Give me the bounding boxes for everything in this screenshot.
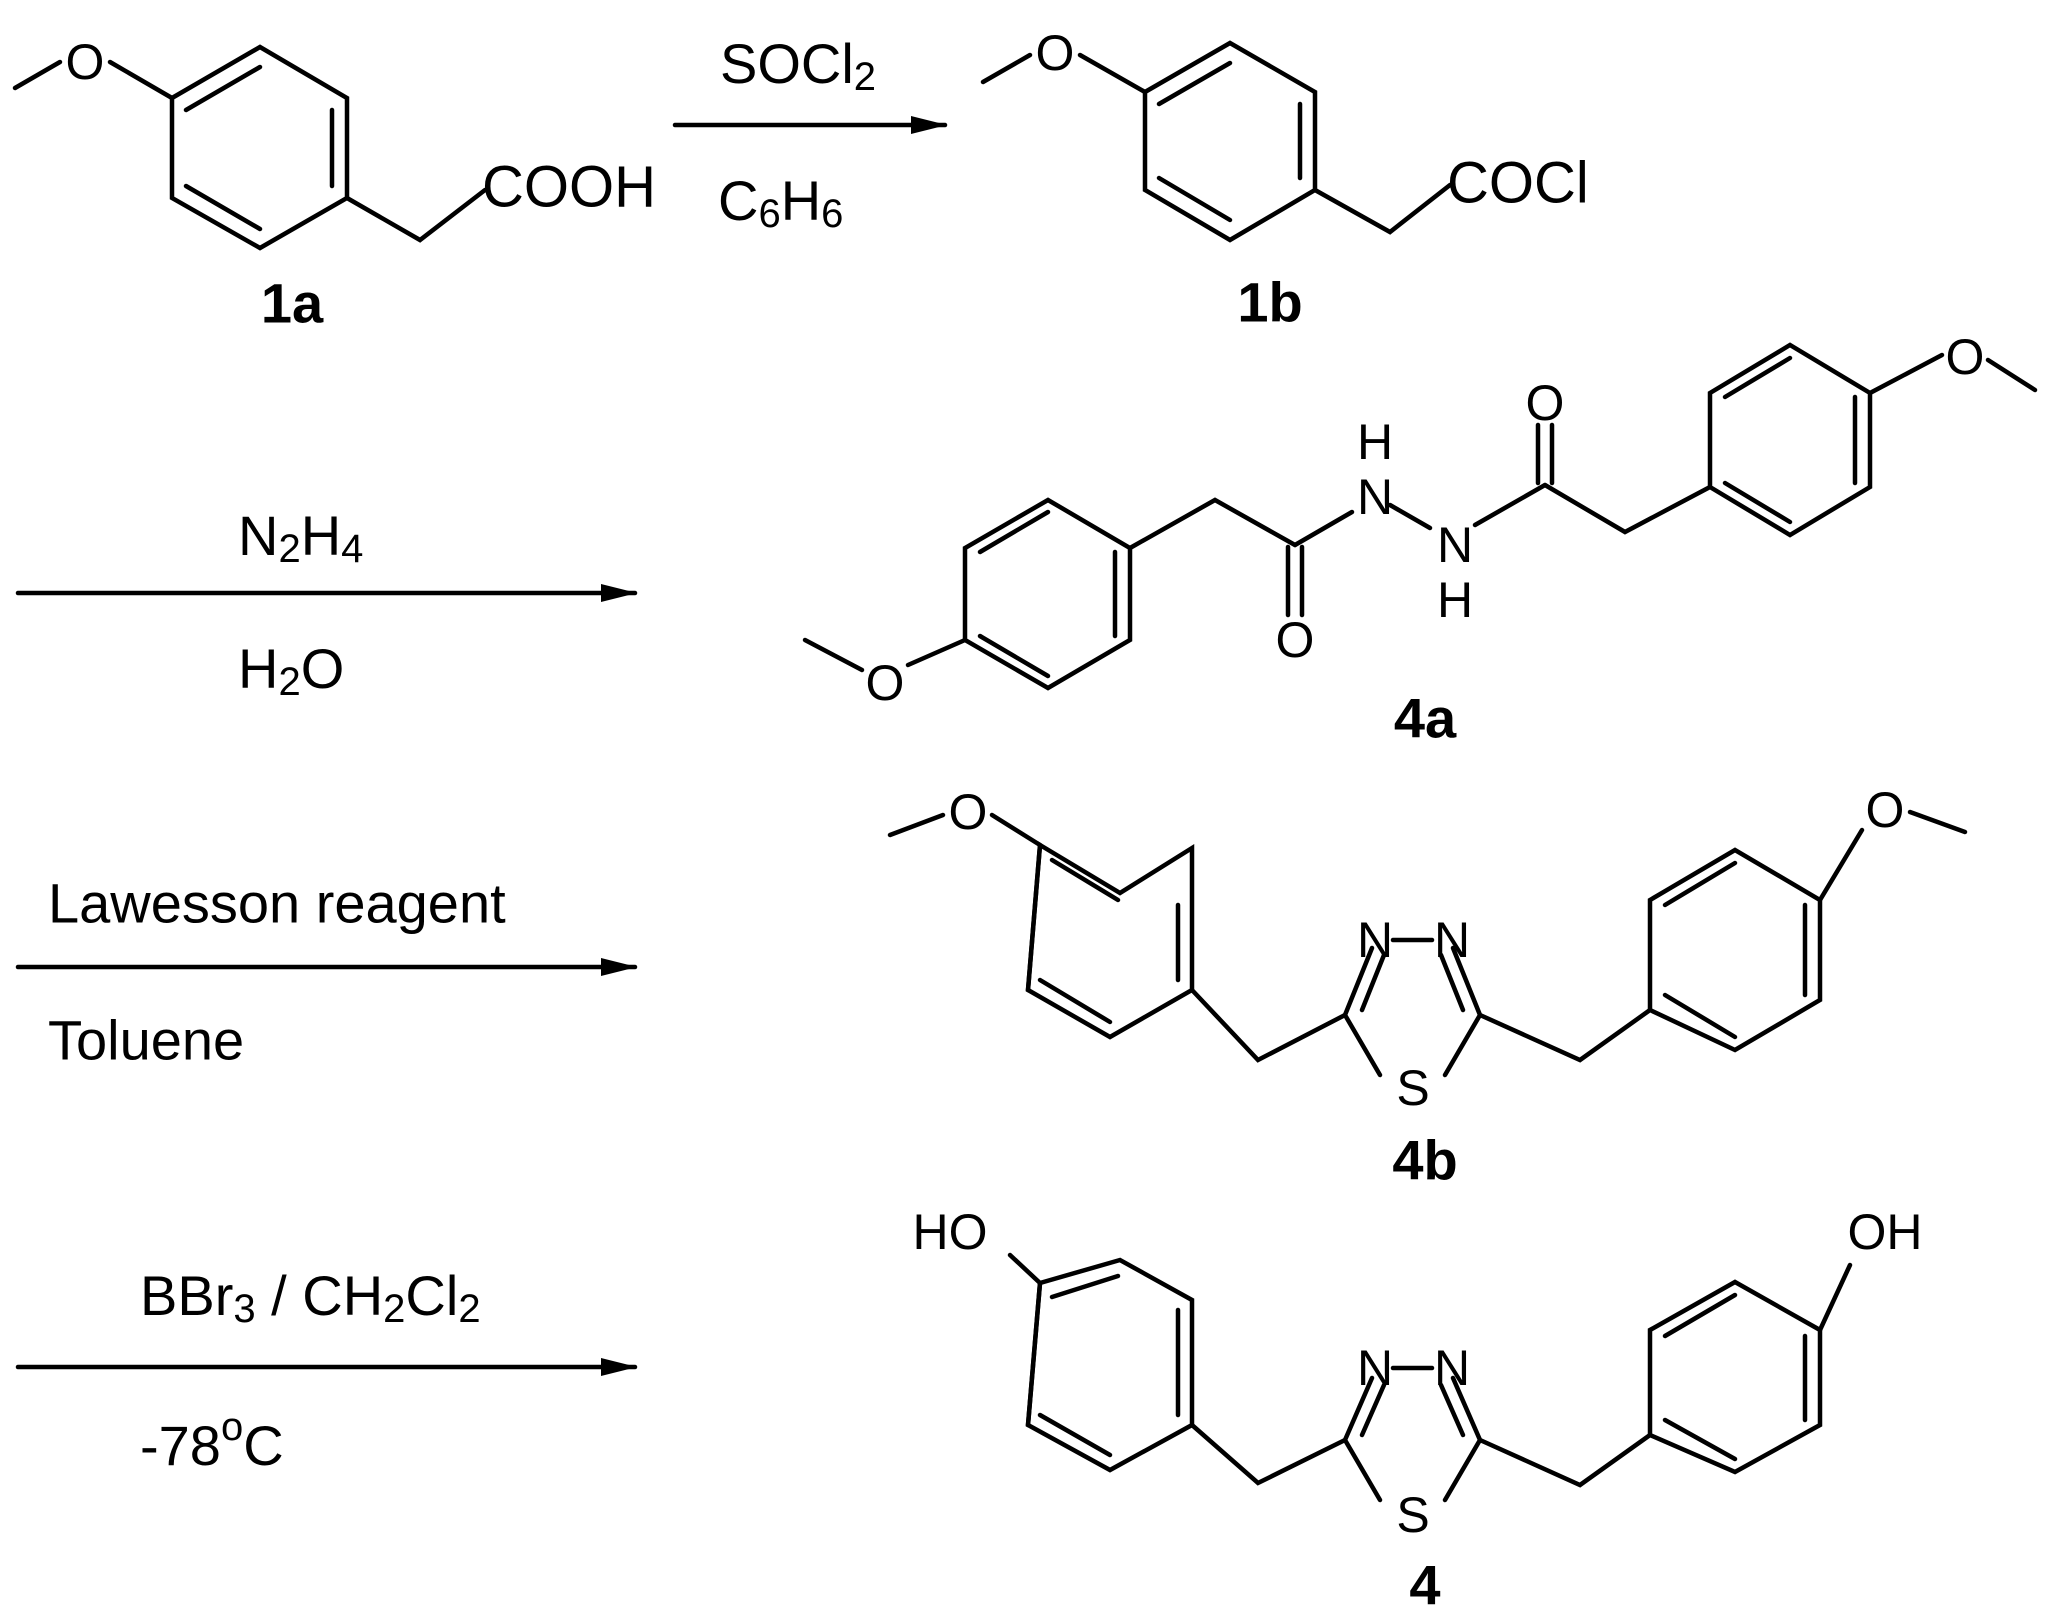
- temperature: -78oC: [140, 1405, 284, 1477]
- atom-h: H: [1357, 414, 1393, 470]
- bond: [1477, 1007, 1653, 1063]
- bond: [980, 52, 1033, 85]
- ring-double-bond: [1359, 952, 1466, 1013]
- atom-o: O: [866, 655, 905, 711]
- bond: [1472, 482, 1548, 528]
- bond: [905, 637, 968, 668]
- compound-4a: O O H N N H O O 4a: [802, 329, 2038, 750]
- cocl-group: COCl: [1447, 151, 1589, 216]
- thiadiazole-ring: [1342, 1375, 1483, 1503]
- bond: [1025, 842, 1043, 993]
- bond: [1477, 1432, 1653, 1488]
- compound-label-4: 4: [1409, 1554, 1440, 1610]
- atom-o: O: [1276, 612, 1315, 668]
- atom-ho: HO: [913, 1204, 988, 1260]
- solvent-toluene: Toluene: [48, 1009, 244, 1072]
- bond: [1867, 352, 1945, 396]
- benzene-ring: [1707, 342, 1873, 538]
- ring-double-bond: [1037, 1273, 1181, 1458]
- compound-label-1a: 1a: [261, 272, 324, 335]
- bond: [887, 812, 946, 838]
- atom-n: N: [1434, 1340, 1470, 1396]
- atom-h: H: [1437, 572, 1473, 628]
- bond: [1292, 509, 1355, 548]
- atom-oh: OH: [1848, 1204, 1923, 1260]
- carbonyl-double-bond: [1285, 544, 1305, 618]
- bond: [1817, 827, 1865, 903]
- benzene-ring: [1647, 847, 1823, 1053]
- atom-s: S: [1396, 1060, 1429, 1116]
- ring-double-bond: [183, 64, 335, 232]
- solvent-c6h6: C6H6: [718, 169, 843, 237]
- cooh-group: COOH: [482, 155, 656, 220]
- bond: [1025, 1280, 1043, 1428]
- carbonyl-double-bond: [1535, 422, 1555, 486]
- compound-4: HO N N S OH 4: [913, 1204, 1923, 1610]
- bond: [107, 59, 175, 101]
- compound-label-4a: 4a: [1394, 687, 1457, 750]
- bond: [989, 812, 1043, 848]
- ring-double-bond: [1722, 355, 1858, 525]
- reaction-step-4: BBr3 / CH2Cl2 -78oC: [15, 1264, 638, 1477]
- bond: [1189, 1422, 1348, 1486]
- bond: [1077, 52, 1148, 95]
- benzene-ring: [1142, 40, 1318, 243]
- ring-double-bond: [1156, 60, 1303, 223]
- bond: [802, 637, 865, 673]
- atom-n: N: [1357, 469, 1393, 525]
- atom-o: O: [1036, 25, 1075, 81]
- compound-4b: O N N S O 4b: [887, 782, 1968, 1192]
- benzene-ring: [962, 497, 1133, 691]
- bond: [1985, 357, 2038, 393]
- benzene-ring: [1647, 1279, 1823, 1475]
- ring-double-bond: [1359, 1382, 1466, 1438]
- compound-1a: O COOH 1a: [12, 34, 656, 335]
- bond: [1817, 1262, 1853, 1333]
- solvent-h2o: H2O: [238, 637, 344, 705]
- bond: [344, 187, 488, 243]
- benzene-ring: [1025, 1257, 1195, 1473]
- reaction-step-3: Lawesson reagent Toluene: [15, 872, 638, 1072]
- atom-o: O: [66, 34, 105, 90]
- compound-label-4b: 4b: [1392, 1129, 1457, 1192]
- reagent-n2h4: N2H4: [238, 504, 363, 572]
- benzene-ring: [169, 44, 350, 251]
- atom-o: O: [1866, 782, 1905, 838]
- reaction-step-2: N2H4 H2O: [15, 504, 638, 705]
- bond: [1542, 482, 1713, 535]
- bond: [12, 59, 63, 91]
- ring-double-bond: [1037, 857, 1181, 1025]
- ring-double-bond: [1662, 860, 1808, 1040]
- atom-o: O: [949, 784, 988, 840]
- n-n-bond: [1387, 502, 1433, 531]
- atom-n: N: [1357, 1340, 1393, 1396]
- compound-label-1b: 1b: [1237, 271, 1302, 334]
- reagent-lawesson: Lawesson reagent: [48, 872, 506, 935]
- atom-o: O: [1526, 375, 1565, 431]
- benzene-ring: [1025, 841, 1195, 1040]
- compound-1b: O COCl 1b: [980, 25, 1589, 334]
- bond: [1312, 182, 1453, 235]
- atom-n: N: [1357, 912, 1393, 968]
- bond: [1007, 1252, 1043, 1286]
- ring-double-bond: [1662, 1292, 1808, 1462]
- atom-s: S: [1396, 1487, 1429, 1543]
- bond: [1189, 987, 1348, 1063]
- bond: [1907, 809, 1968, 835]
- ring-double-bond: [977, 509, 1118, 679]
- atom-n: N: [1437, 517, 1473, 573]
- atom-n: N: [1434, 912, 1470, 968]
- reaction-step-1: SOCl2 C6H6: [672, 32, 948, 237]
- reagent-socl2: SOCl2: [720, 32, 876, 100]
- reagent-bbr3-ch2cl2: BBr3 / CH2Cl2: [140, 1264, 481, 1332]
- atom-o: O: [1946, 329, 1985, 385]
- bond: [1127, 497, 1298, 551]
